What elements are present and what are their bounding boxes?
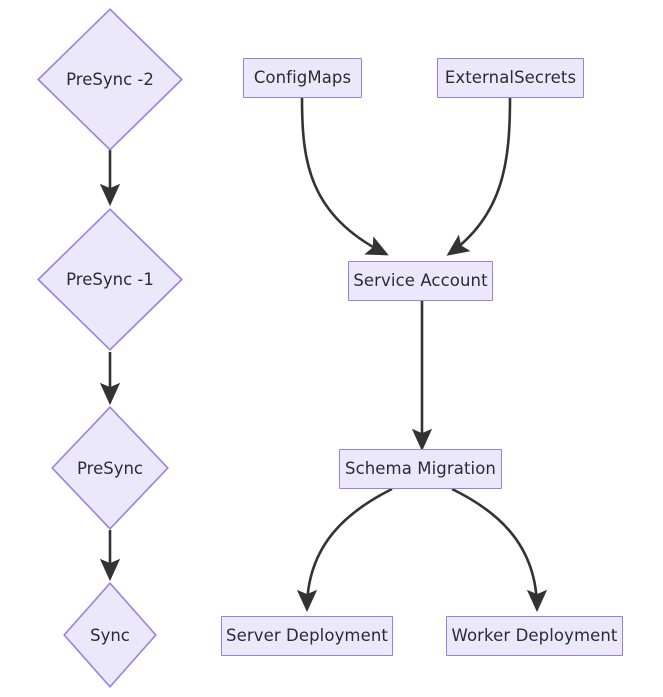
node-schema-migration[interactable]: Schema Migration xyxy=(339,449,502,489)
node-presync-1-label: PreSync -1 xyxy=(66,270,154,289)
node-presync-label: PreSync xyxy=(77,458,143,478)
node-externalsecrets[interactable]: ExternalSecrets xyxy=(437,58,584,98)
edge-schemamigration-to-workerdeployment xyxy=(451,487,548,613)
node-worker-deployment[interactable]: Worker Deployment xyxy=(446,616,623,656)
node-presync[interactable]: PreSync xyxy=(51,406,169,530)
node-presync-2[interactable]: PreSync -2 xyxy=(37,8,183,151)
node-presync-1[interactable]: PreSync -1 xyxy=(37,208,183,351)
node-configmaps[interactable]: ConfigMaps xyxy=(243,58,362,98)
node-service-account[interactable]: Service Account xyxy=(348,261,493,301)
diamond-shape xyxy=(63,581,157,689)
node-sync[interactable]: Sync xyxy=(63,581,157,689)
diamond-shape xyxy=(37,208,183,351)
diamond-shape xyxy=(51,406,169,530)
node-sync-label: Sync xyxy=(90,625,130,645)
edge-configmaps-to-serviceaccount xyxy=(300,97,389,256)
node-externalsecrets-label: ExternalSecrets xyxy=(444,67,577,87)
edge-externalsecrets-to-serviceaccount xyxy=(446,97,512,256)
node-configmaps-label: ConfigMaps xyxy=(253,67,352,87)
node-service-account-label: Service Account xyxy=(353,270,488,290)
edge-schemamigration-to-serverdeployment xyxy=(296,487,393,613)
node-worker-deployment-label: Worker Deployment xyxy=(451,625,618,645)
node-server-deployment-label: Server Deployment xyxy=(226,625,388,645)
diamond-shape xyxy=(37,8,183,151)
node-server-deployment[interactable]: Server Deployment xyxy=(221,616,393,656)
node-presync-2-label: PreSync -2 xyxy=(66,70,154,89)
node-schema-migration-label: Schema Migration xyxy=(345,458,496,478)
